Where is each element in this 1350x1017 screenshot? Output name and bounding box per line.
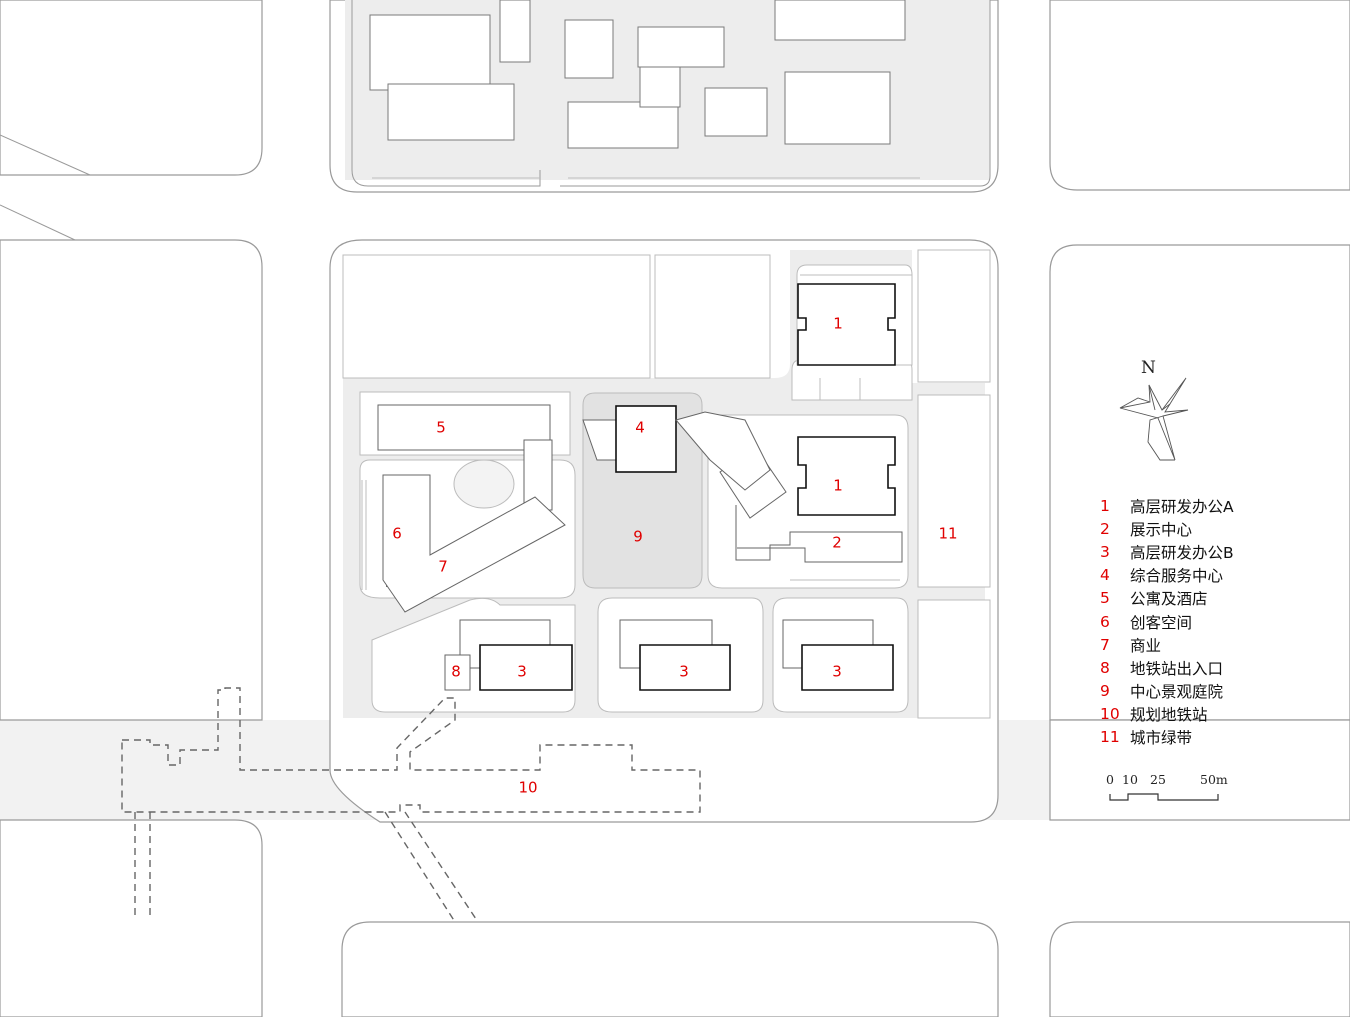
legend-item: 8 地铁站出入口 [1100,656,1234,679]
legend-num: 11 [1100,728,1120,747]
label-b10: 10 [518,779,537,797]
legend-text: 创客空间 [1130,613,1193,632]
legend-item: 9 中心景观庭院 [1100,680,1234,703]
block-west-south [0,819,263,1017]
legend-text: 城市绿带 [1130,729,1193,748]
block-west-north [0,0,263,176]
legend-item: 5 公寓及酒店 [1100,587,1234,610]
scale-tick-10: 10 [1122,772,1138,787]
label-b8: 8 [451,663,461,681]
scale-tick-50: 50m [1200,772,1228,787]
label-b3-west: 3 [517,663,527,681]
legend-num: 3 [1100,542,1110,561]
legend-item: 1 高层研发办公A [1100,494,1234,517]
legend-text: 地铁站出入口 [1130,659,1224,678]
legend-item: 6 创客空间 [1100,610,1234,633]
scale-tick-25: 25 [1150,772,1166,787]
legend-item: 11 城市绿带 [1100,726,1234,749]
north-campus [345,0,991,187]
legend-text: 高层研发办公B [1130,543,1234,562]
block-east-south [1049,719,1350,821]
legend-num: 7 [1100,635,1110,654]
legend-item: 3 高层研发办公B [1100,540,1234,563]
label-b2: 2 [832,534,842,552]
label-b1-south: 1 [833,477,843,495]
legend-num: 6 [1100,612,1110,631]
legend-text: 商业 [1130,636,1162,655]
legend-num: 1 [1100,496,1110,515]
label-b4: 4 [635,419,645,437]
legend-num: 9 [1100,682,1110,701]
label-b7: 7 [438,558,448,576]
label-b5: 5 [436,419,446,437]
legend-num: 5 [1100,589,1110,608]
block-east-north [1049,0,1350,191]
legend-text: 中心景观庭院 [1130,683,1224,702]
legend-text: 展示中心 [1130,520,1193,539]
diagonal-road [0,134,91,241]
label-b11: 11 [938,525,957,543]
metro-station-outline [121,687,701,923]
block-west-mid [0,239,263,721]
legend-text: 综合服务中心 [1130,567,1224,586]
legend-text: 公寓及酒店 [1130,590,1208,609]
legend-num: 2 [1100,519,1110,538]
legend-num: 4 [1100,566,1110,585]
legend-item: 2 展示中心 [1100,517,1234,540]
label-b3-east: 3 [832,663,842,681]
legend-text: 高层研发办公A [1130,497,1234,516]
legend-item: 4 综合服务中心 [1100,564,1234,587]
block-south-mid [341,921,999,1017]
scale-tick-0: 0 [1106,772,1114,787]
legend-item: 10 规划地铁站 [1100,703,1234,726]
north-label: N [1141,358,1156,378]
label-b6: 6 [392,525,402,543]
legend-num: 8 [1100,658,1110,677]
legend-text: 规划地铁站 [1130,706,1208,725]
buildings [377,283,903,691]
scale-bar: 0 10 25 50m [1100,772,1240,812]
north-arrow-icon [1119,377,1189,461]
legend-num: 10 [1100,705,1120,724]
label-b9: 9 [633,528,643,546]
scale-bar-graphic [1109,793,1219,801]
label-b3-mid: 3 [679,663,689,681]
legend: 1 高层研发办公A 2 展示中心 3 高层研发办公B 4 综合服务中心 5 公寓及酒店 6… [1100,494,1234,749]
legend-item: 7 商业 [1100,633,1234,656]
label-b1-north: 1 [833,315,843,333]
block-south-east [1049,921,1350,1017]
